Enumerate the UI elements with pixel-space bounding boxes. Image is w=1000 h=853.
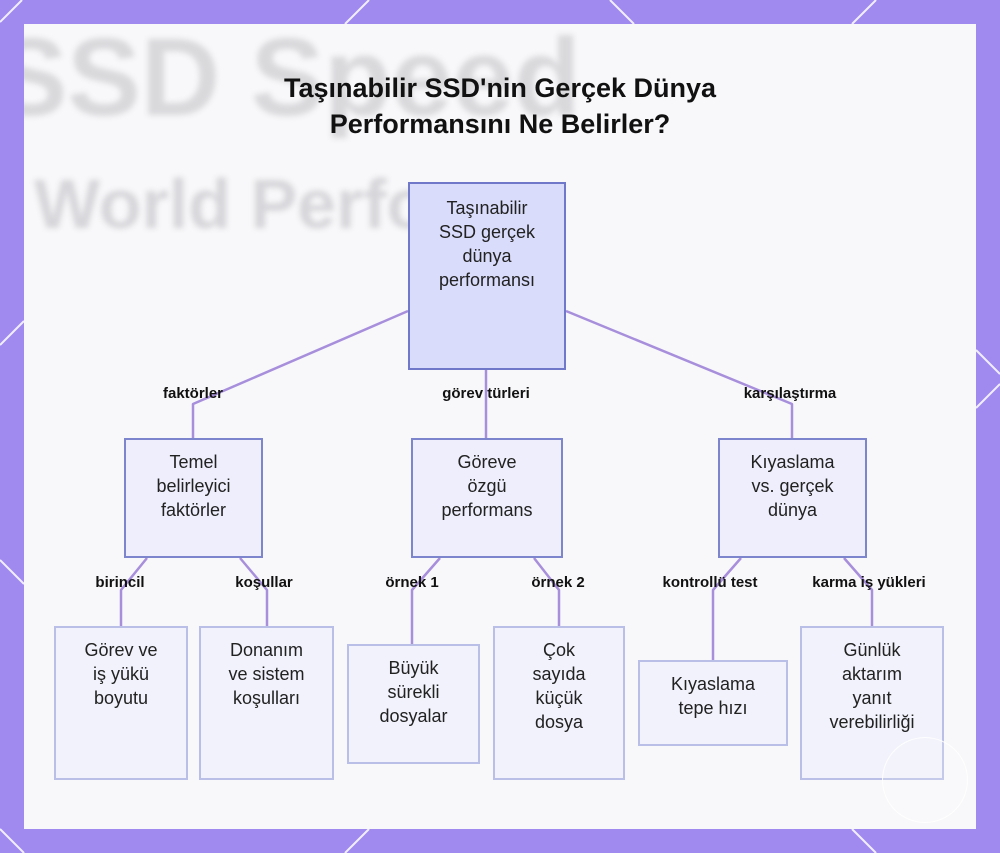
edge-label-mixed-workloads: karma iş yükleri bbox=[812, 574, 926, 591]
node-root: Taşınabilir SSD gerçek dünya performansı bbox=[408, 182, 566, 370]
edge-label-primary: birincil bbox=[95, 574, 145, 591]
edge-label-example-2: örnek 2 bbox=[531, 574, 585, 591]
title-line-1: Taşınabilir SSD'nin Gerçek Dünya bbox=[283, 73, 717, 103]
node-large-files: Büyük sürekli dosyalar bbox=[347, 644, 480, 764]
title-line-2: Performansını Ne Belirler? bbox=[329, 109, 671, 139]
node-task-size: Görev ve iş yükü boyutu bbox=[54, 626, 188, 780]
edge-root-benchmark bbox=[565, 309, 794, 438]
node-factors: Temel belirleyici faktörler bbox=[124, 438, 263, 558]
node-small-files: Çok sayıda küçük dosya bbox=[493, 626, 625, 780]
edge-label-controlled-test: kontrollü test bbox=[662, 574, 758, 591]
edge-label-factors: faktörler bbox=[162, 385, 224, 402]
node-hardware: Donanım ve sistem koşulları bbox=[199, 626, 334, 780]
node-peak-speed: Kıyaslama tepe hızı bbox=[638, 660, 788, 746]
edge-task-small-files bbox=[533, 557, 561, 626]
edge-label-conditions: koşullar bbox=[235, 574, 293, 591]
node-benchmark: Kıyaslama vs. gerçek dünya bbox=[718, 438, 867, 558]
watermark-badge-icon bbox=[882, 737, 968, 823]
edge-factors-task-size bbox=[119, 557, 148, 626]
page-title: Taşınabilir SSD'nin Gerçek Dünya Perform… bbox=[0, 70, 1000, 142]
edge-benchmark-peak bbox=[711, 557, 742, 660]
node-task-specific: Göreve özgü performans bbox=[411, 438, 563, 558]
edge-task-large-files bbox=[410, 557, 441, 644]
edge-root-factors bbox=[191, 309, 409, 438]
edge-benchmark-daily bbox=[843, 557, 874, 626]
edge-label-example-1: örnek 1 bbox=[385, 574, 439, 591]
edge-label-comparison: karşılaştırma bbox=[743, 385, 837, 402]
edge-factors-hardware bbox=[239, 557, 269, 626]
edge-label-task-types: görev türleri bbox=[442, 385, 530, 402]
